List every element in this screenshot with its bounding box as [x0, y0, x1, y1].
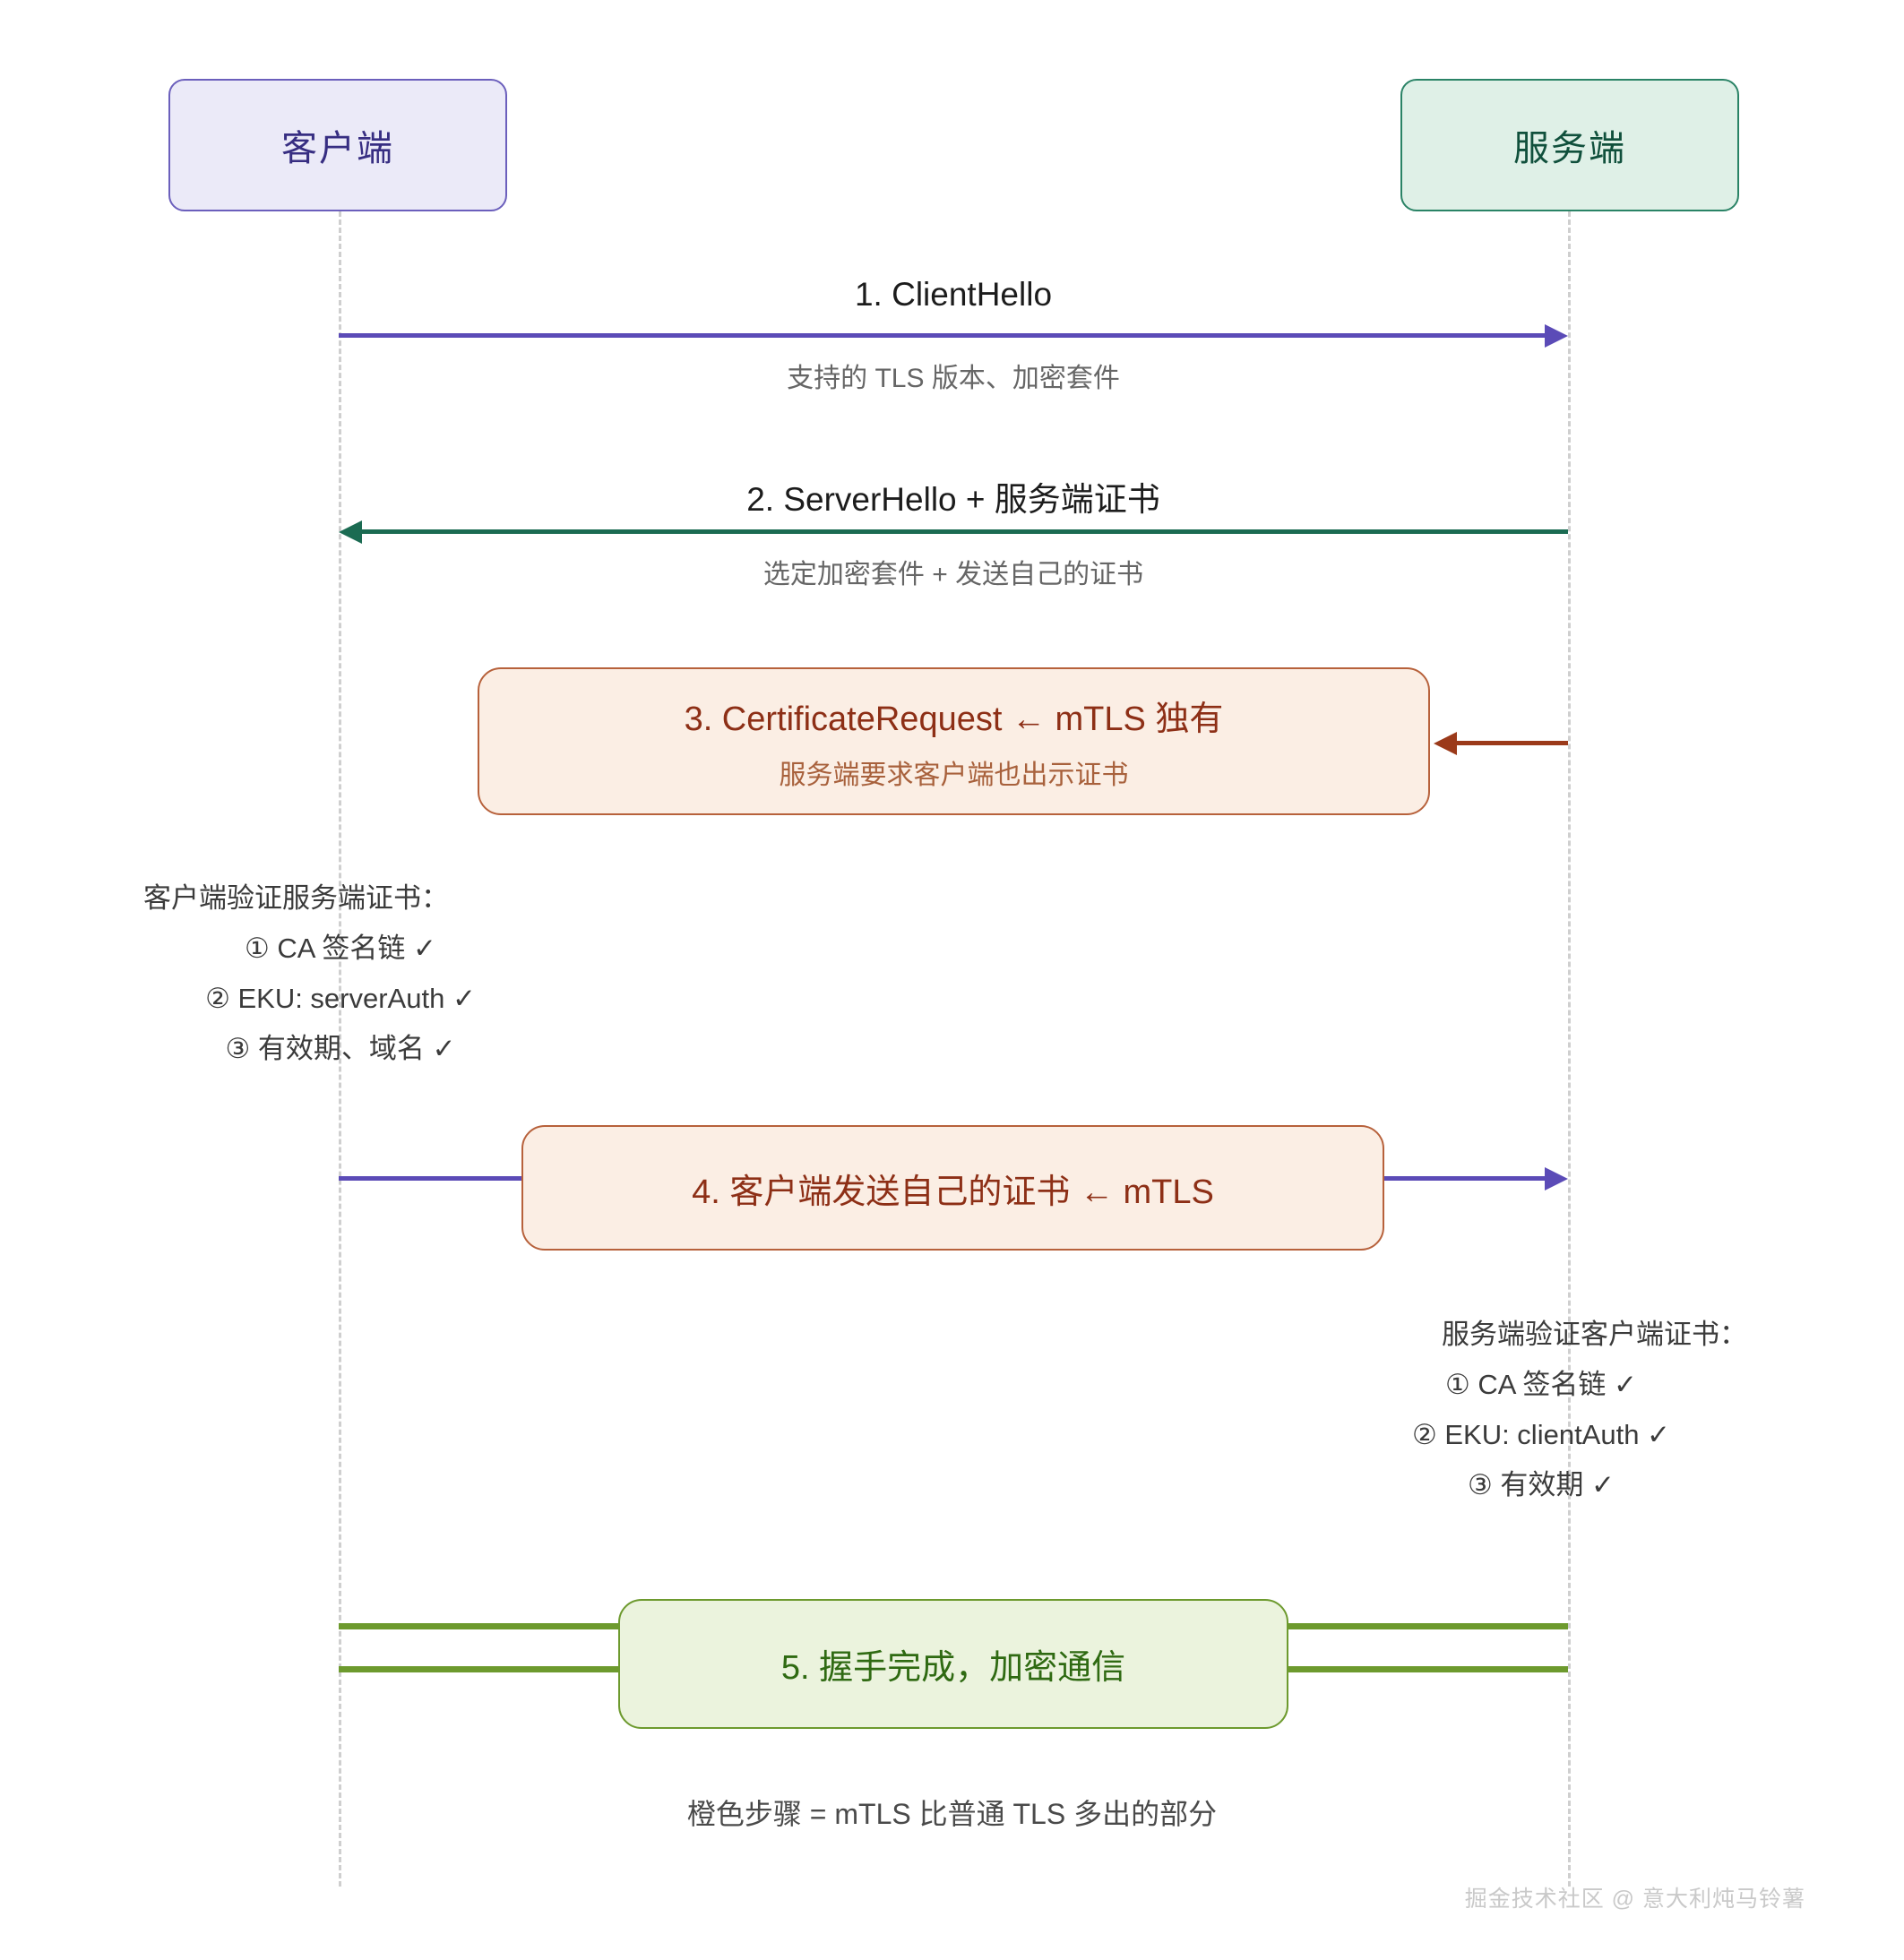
step-5-line-bottom-right: [1286, 1666, 1568, 1672]
lifeline-server: [1568, 211, 1571, 1887]
step-5-title: 5. 握手完成，加密通信: [780, 1649, 1126, 1687]
server-verify-item-2: ② EKU: clientAuth ✓: [1411, 1419, 1671, 1450]
step-5-line-bottom-left: [339, 1666, 621, 1672]
step-3-subtitle: 服务端要求客户端也出示证书: [779, 761, 1129, 790]
step-2-arrow-line: [357, 529, 1568, 534]
participant-client-label: 客户端: [281, 128, 394, 168]
step-3-arrow-head: [1434, 732, 1457, 755]
lifeline-client: [339, 211, 341, 1887]
step-5-line-top-right: [1286, 1623, 1568, 1629]
step-3-arrow-line: [1452, 741, 1568, 745]
step-2-title: 2. ServerHello + 服务端证书: [746, 481, 1160, 518]
step-4-arrow-line-right: [1384, 1176, 1550, 1181]
participant-server: 服务端: [1400, 79, 1739, 211]
step-4-title: 4. 客户端发送自己的证书 ← mTLS: [692, 1173, 1214, 1211]
server-verify-item-1: ① CA 签名链 ✓: [1445, 1369, 1637, 1400]
participant-client: 客户端: [168, 79, 507, 211]
note-client-verifies-server: 客户端验证服务端证书： ① CA 签名链 ✓ ② EKU: serverAuth…: [143, 873, 538, 1074]
client-verify-item-3: ③ 有效期、域名 ✓: [225, 1033, 456, 1064]
step-4-arrow-line-left: [339, 1176, 522, 1181]
legend-note: 橙色步骤 = mTLS 比普通 TLS 多出的部分: [686, 1798, 1218, 1830]
client-verify-item-2: ② EKU: serverAuth ✓: [205, 983, 476, 1014]
step-5-line-top-left: [339, 1623, 621, 1629]
step-3-title: 3. CertificateRequest ← mTLS 独有: [684, 701, 1224, 738]
note-step-5-handshake-complete: 5. 握手完成，加密通信: [618, 1599, 1288, 1729]
step-1-arrow-head: [1545, 324, 1568, 348]
note-server-verifies-client: 服务端验证客户端证书： ① CA 签名链 ✓ ② EKU: clientAuth…: [1335, 1310, 1747, 1510]
server-verify-heading: 服务端验证客户端证书：: [1442, 1319, 1747, 1350]
step-1-subtitle: 支持的 TLS 版本、加密套件: [787, 364, 1120, 393]
step-2-arrow-head: [339, 520, 362, 544]
client-verify-item-1: ① CA 签名链 ✓: [245, 933, 436, 964]
client-verify-heading: 客户端验证服务端证书：: [143, 882, 449, 914]
step-1-arrow-line: [339, 333, 1550, 338]
note-step-3-certificate-request: 3. CertificateRequest ← mTLS 独有 服务端要求客户端…: [478, 667, 1430, 815]
server-verify-item-3: ③ 有效期 ✓: [1468, 1469, 1615, 1500]
step-1-title: 1. ClientHello: [854, 276, 1053, 313]
step-2-subtitle: 选定加密套件 + 发送自己的证书: [762, 560, 1144, 589]
watermark: 掘金技术社区 @ 意大利炖马铃薯: [1464, 1887, 1805, 1912]
note-step-4-client-certificate: 4. 客户端发送自己的证书 ← mTLS: [521, 1125, 1384, 1251]
step-4-arrow-head: [1545, 1167, 1568, 1191]
participant-server-label: 服务端: [1513, 128, 1626, 168]
